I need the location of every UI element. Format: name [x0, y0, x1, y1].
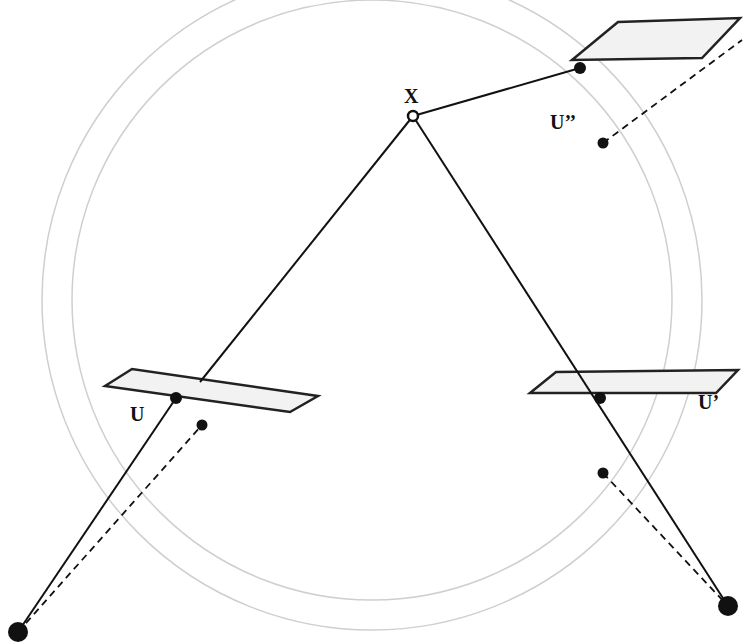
camera-center: [8, 596, 738, 642]
projection-ray: [18, 68, 728, 632]
point-label: U’: [698, 392, 719, 412]
reprojection-ray: [18, 40, 742, 632]
watermark-seal: [42, 0, 702, 630]
image-point: [170, 62, 609, 479]
image-plane: [105, 18, 740, 412]
point-label: U: [130, 404, 144, 424]
object-point: [408, 111, 418, 121]
point-label: U’’: [550, 112, 576, 132]
point-label: X: [404, 86, 418, 106]
